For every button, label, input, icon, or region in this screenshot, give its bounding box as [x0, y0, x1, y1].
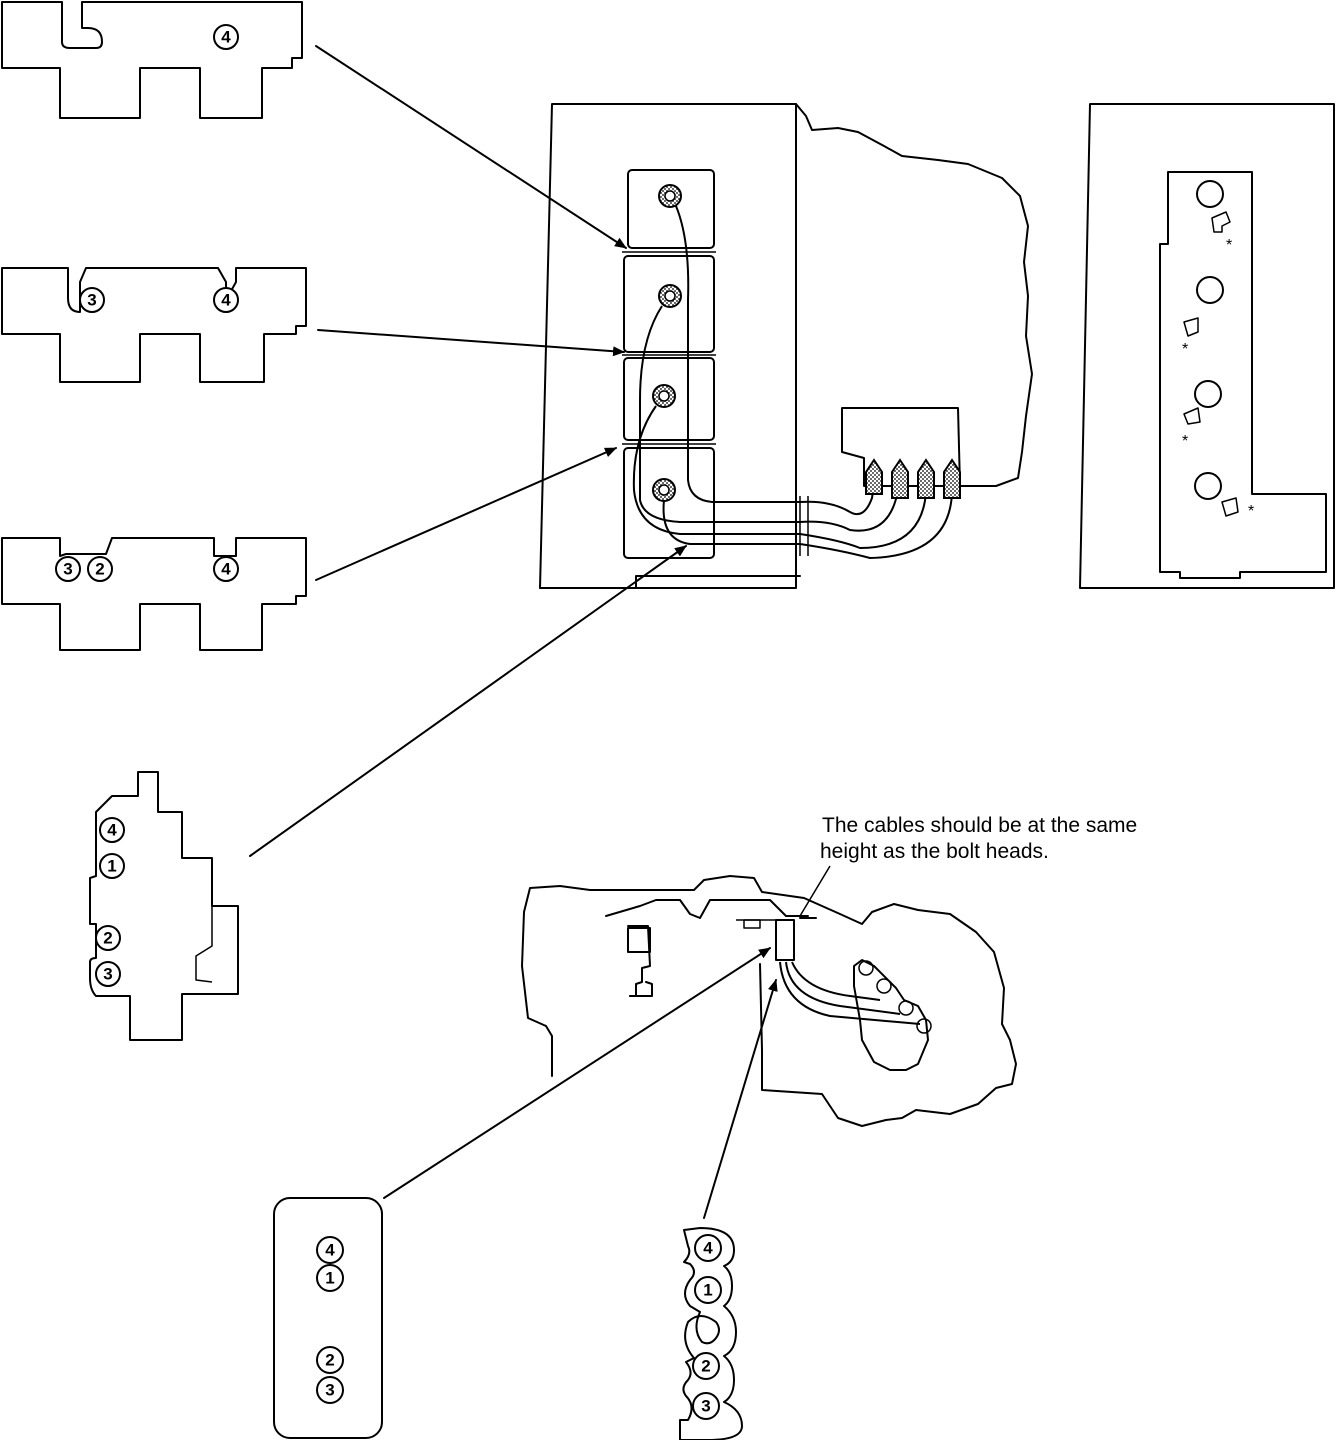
cable-clip-box: 4 1 2 3 — [273, 1197, 383, 1439]
clip-position-2: 2 — [95, 925, 121, 951]
clip-position-1: 1 — [99, 853, 125, 879]
cable-clip-comb: 4 1 2 3 — [679, 1227, 743, 1441]
note-leader-line — [799, 865, 831, 917]
arrow-clip-box-to-engine — [383, 947, 771, 1199]
clip-label: 3 — [63, 560, 72, 579]
leader-lines — [249, 45, 831, 1219]
clip-label: 4 — [221, 291, 231, 310]
clip-position-3: 3 — [692, 1392, 720, 1420]
clip-label: 3 — [103, 965, 112, 984]
arrow-clip-middle-to-engine — [317, 329, 625, 357]
arrow-clip-lower-to-engine — [315, 447, 617, 581]
clip-position-3: 3 — [95, 961, 121, 987]
clip-position-2: 2 — [692, 1352, 720, 1380]
clip-position-2: 2 — [316, 1346, 344, 1374]
clip-label: 2 — [701, 1357, 710, 1376]
marking-asterisk: * — [1182, 433, 1188, 450]
clip-position-2: 2 — [87, 556, 113, 582]
spark-plug-cables — [632, 205, 953, 560]
clip-label: 1 — [107, 857, 116, 876]
note-line-2: height as the bolt heads. — [820, 840, 1049, 863]
clip-position-1: 1 — [316, 1264, 344, 1292]
marking-asterisk: * — [1226, 237, 1232, 254]
clip-position-4: 4 — [213, 556, 239, 582]
clip-label: 4 — [221, 560, 231, 579]
clip-position-4: 4 — [694, 1234, 722, 1262]
spark-plug-boot — [652, 384, 676, 408]
clip-position-4: 4 — [99, 817, 125, 843]
clip-label: 4 — [703, 1239, 713, 1258]
clip-position-3: 3 — [79, 287, 105, 313]
spark-plug-boot — [658, 284, 682, 308]
clip-label: 2 — [325, 1351, 334, 1370]
cable-clip-middle: 3 4 — [1, 267, 307, 383]
clip-label: 3 — [325, 1381, 334, 1400]
cable-clip-side: 4 1 2 3 — [89, 771, 239, 1041]
clip-label: 1 — [703, 1281, 712, 1300]
clip-label: 4 — [221, 28, 231, 47]
note-line-1: The cables should be at the same — [822, 814, 1137, 837]
engine-side-view — [521, 875, 1017, 1127]
clip-label: 2 — [95, 560, 104, 579]
clip-position-1: 1 — [694, 1276, 722, 1304]
arrow-clip-top-to-engine — [315, 45, 627, 249]
clip-label: 4 — [107, 821, 117, 840]
marking-asterisk: * — [1182, 341, 1188, 358]
clip-label: 2 — [103, 929, 112, 948]
clip-position-4: 4 — [316, 1236, 344, 1264]
arrow-side-clip-to-engine — [249, 545, 687, 857]
cylinder-head-cover: * * * * — [1079, 103, 1335, 589]
cable-clip-top: 4 — [1, 1, 303, 119]
clip-label: 3 — [87, 291, 96, 310]
clip-position-3: 3 — [316, 1376, 344, 1404]
engine-top-view — [539, 103, 1033, 589]
cable-clip-lower: 3 2 4 — [1, 537, 307, 651]
clip-label: 3 — [701, 1397, 710, 1416]
clip-label: 1 — [325, 1269, 334, 1288]
cable-height-note: The cables should be at the same height … — [820, 814, 1137, 863]
marking-asterisk: * — [1248, 503, 1254, 520]
spark-plug-boot — [658, 184, 682, 208]
distributor-terminals — [865, 458, 961, 499]
clip-position-4: 4 — [213, 287, 239, 313]
arrow-comb-clip-to-engine — [703, 979, 778, 1219]
clip-position-3: 3 — [55, 556, 81, 582]
clip-position-4: 4 — [213, 24, 239, 50]
clip-label: 4 — [325, 1241, 335, 1260]
spark-plug-boot — [652, 478, 676, 502]
